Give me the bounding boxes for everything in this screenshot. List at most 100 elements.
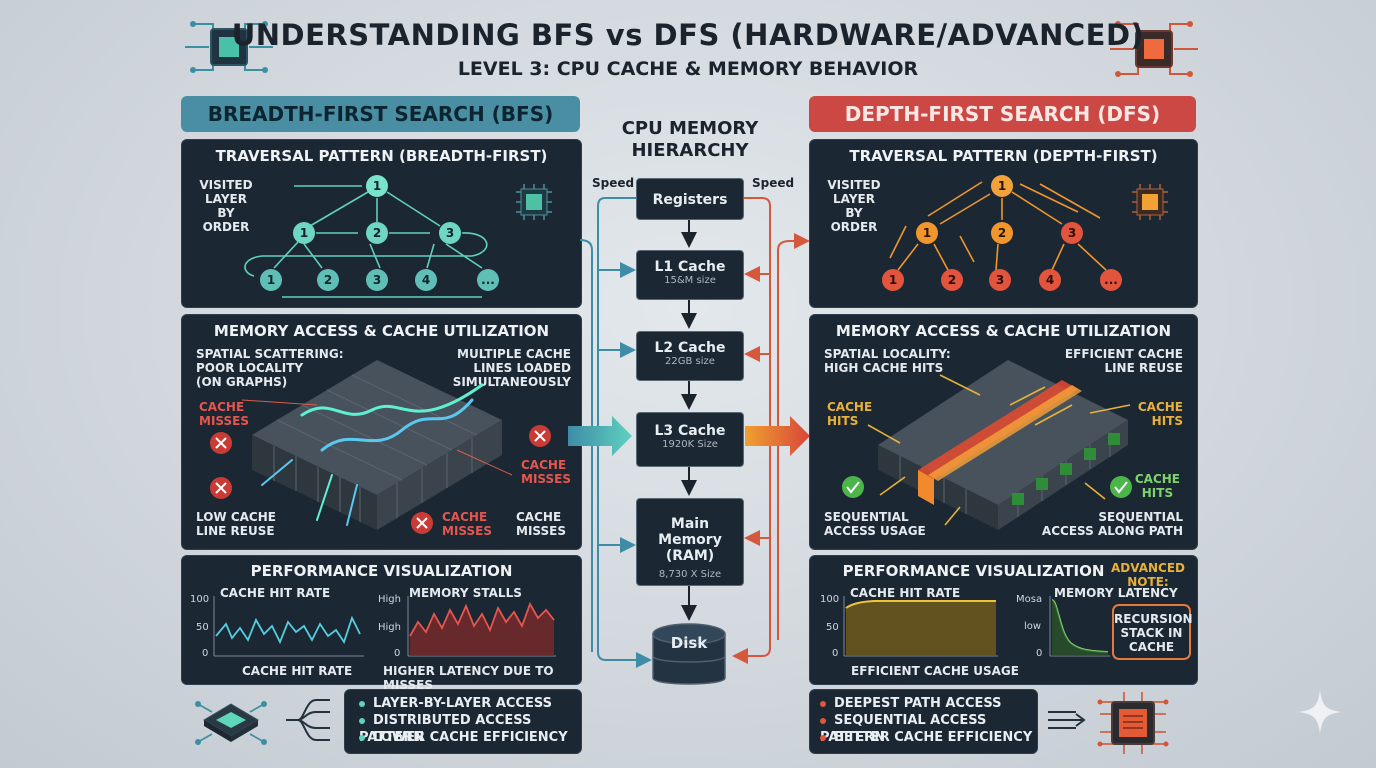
page-title: UNDERSTANDING BFS vs DFS (HARDWARE/ADVAN…	[231, 18, 1145, 52]
dfs-hit-rate-area	[843, 596, 998, 657]
bfs-perf-title: PERFORMANCE VISUALIZATION	[250, 562, 513, 580]
dfs-traversal-title: TRAVERSAL PATTERN (DEPTH-FIRST)	[849, 147, 1158, 165]
bfs-chart1-caption: CACHE HIT RATE	[242, 664, 353, 678]
bullet-item: BETTER CACHE EFFICIENCY	[820, 729, 1032, 746]
chip-icon	[1097, 692, 1169, 754]
axis-tick: 0	[202, 648, 209, 659]
axis-tick: Mosa	[1016, 594, 1043, 605]
bullet-item: LOWER CACHE EFFICIENCY	[359, 729, 568, 746]
dfs-chart1-caption: EFFICIENT CACHE USAGE	[851, 664, 1019, 678]
axis-tick: 100	[190, 594, 210, 605]
bfs-node: 2	[366, 222, 388, 244]
hierarchy-registers: Registers	[636, 178, 744, 220]
bfs-node: ...	[477, 269, 499, 291]
bfs-chart2-title: MEMORY STALLS	[409, 586, 522, 600]
bfs-traversal-panel: TRAVERSAL PATTERN (BREADTH-FIRST) VISITE…	[181, 139, 582, 308]
speed-label-left: Speed	[592, 176, 635, 190]
chip-icon	[195, 701, 267, 745]
bfs-node: 1	[293, 222, 315, 244]
bullet-item: DISTRIBUTED ACCESS PATTERN	[359, 713, 532, 745]
dfs-traversal-panel: TRAVERSAL PATTERN (DEPTH-FIRST) VISITED …	[809, 139, 1198, 308]
bullet-item: DEEPEST PATH ACCESS	[820, 695, 1002, 712]
dfs-chart2-title: MEMORY LATENCY	[1054, 586, 1178, 600]
dfs-summary-panel: DEEPEST PATH ACCESS SEQUENTIAL ACCESS PA…	[809, 689, 1038, 754]
dfs-banner: DEPTH-FIRST SEARCH (DFS)	[809, 96, 1196, 132]
bfs-memory-panel: MEMORY ACCESS & CACHE UTILIZATION SPATIA…	[181, 314, 582, 550]
bfs-banner: BREADTH-FIRST SEARCH (BFS)	[181, 96, 580, 132]
disk-icon	[652, 623, 726, 685]
chip-icon	[185, 21, 273, 73]
bfs-traversal-title: TRAVERSAL PATTERN (BREADTH-FIRST)	[215, 147, 548, 165]
arrow-lines-icon	[1048, 711, 1086, 729]
bfs-node: 3	[366, 269, 388, 291]
axis-tick: 50	[826, 622, 839, 633]
speed-label-right: Speed	[752, 176, 795, 190]
bfs-node: 2	[317, 269, 339, 291]
bfs-hit-rate-line	[213, 596, 364, 657]
dfs-perf-title: PERFORMANCE VISUALIZATION	[842, 562, 1105, 580]
dfs-memory-panel: MEMORY ACCESS & CACHE UTILIZATION SPATIA…	[809, 314, 1198, 550]
bullet-item: LAYER-BY-LAYER ACCESS	[359, 695, 552, 712]
axis-tick: 0	[1036, 648, 1043, 659]
dfs-chart1-title: CACHE HIT RATE	[850, 586, 961, 600]
axis-tick: 50	[196, 622, 209, 633]
bfs-perf-panel: PERFORMANCE VISUALIZATION CACHE HIT RATE…	[181, 555, 582, 692]
dfs-memory-title: MEMORY ACCESS & CACHE UTILIZATION	[835, 322, 1172, 340]
axis-tick: 100	[820, 594, 840, 605]
hierarchy-l3-cache: L3 Cache 1920K Size	[636, 412, 744, 467]
dfs-traversal-note: VISITED LAYER BY ORDER	[827, 178, 881, 234]
bfs-traversal-note: VISITED LAYER BY ORDER	[199, 178, 253, 234]
bfs-memory-block	[210, 360, 551, 534]
bfs-chart2-caption: HIGHER LATENCY DUE TO MISSES	[383, 664, 554, 692]
chip-icon	[516, 184, 552, 220]
bfs-node-top: 1	[366, 175, 388, 197]
dfs-node: 1	[882, 269, 904, 291]
bullet-item: SEQUENTIAL ACCESS PATTERN	[820, 713, 987, 745]
bfs-memory-stalls-area	[407, 596, 556, 657]
bfs-summary-panel: LAYER-BY-LAYER ACCESS DISTRIBUTED ACCESS…	[344, 689, 582, 754]
axis-tick: low	[1024, 621, 1042, 632]
dfs-node-top: 1	[991, 175, 1013, 197]
bfs-tree-edges	[244, 185, 488, 298]
dfs-spatial-label: SPATIAL LOCALITY:HIGH CACHE HITS	[824, 347, 951, 375]
chip-icon	[1110, 21, 1198, 77]
dfs-node: 3	[1061, 222, 1083, 244]
dfs-node: 1	[916, 222, 938, 244]
hierarchy-l2-cache: L2 Cache 22GB size	[636, 331, 744, 381]
bfs-node: 1	[260, 269, 282, 291]
hierarchy-disk: Disk	[670, 634, 708, 652]
chip-icon	[1132, 184, 1168, 220]
bfs-spatial-label: SPATIAL SCATTERING:POOR LOCALITY(ON GRAP…	[196, 347, 344, 389]
dfs-tree-edges	[889, 181, 1107, 271]
page-subtitle: LEVEL 3: CPU CACHE & MEMORY BEHAVIOR	[457, 58, 919, 80]
dfs-memory-block	[842, 360, 1132, 530]
bfs-node: 3	[439, 222, 461, 244]
axis-tick: 0	[394, 648, 401, 659]
sparkle-icon	[1298, 690, 1342, 734]
hierarchy-l1-cache: L1 Cache 15&M size	[636, 250, 744, 300]
axis-tick: High	[378, 622, 401, 633]
dfs-node: 3	[989, 269, 1011, 291]
dfs-node: 4	[1039, 269, 1061, 291]
bfs-node: 4	[415, 269, 437, 291]
dfs-node: 2	[991, 222, 1013, 244]
axis-tick: High	[378, 594, 401, 605]
hierarchy-main-memory: Main Memory (RAM) 8,730 X Size	[636, 498, 744, 586]
bfs-memory-title: MEMORY ACCESS & CACHE UTILIZATION	[213, 322, 550, 340]
dfs-node: ...	[1100, 269, 1122, 291]
